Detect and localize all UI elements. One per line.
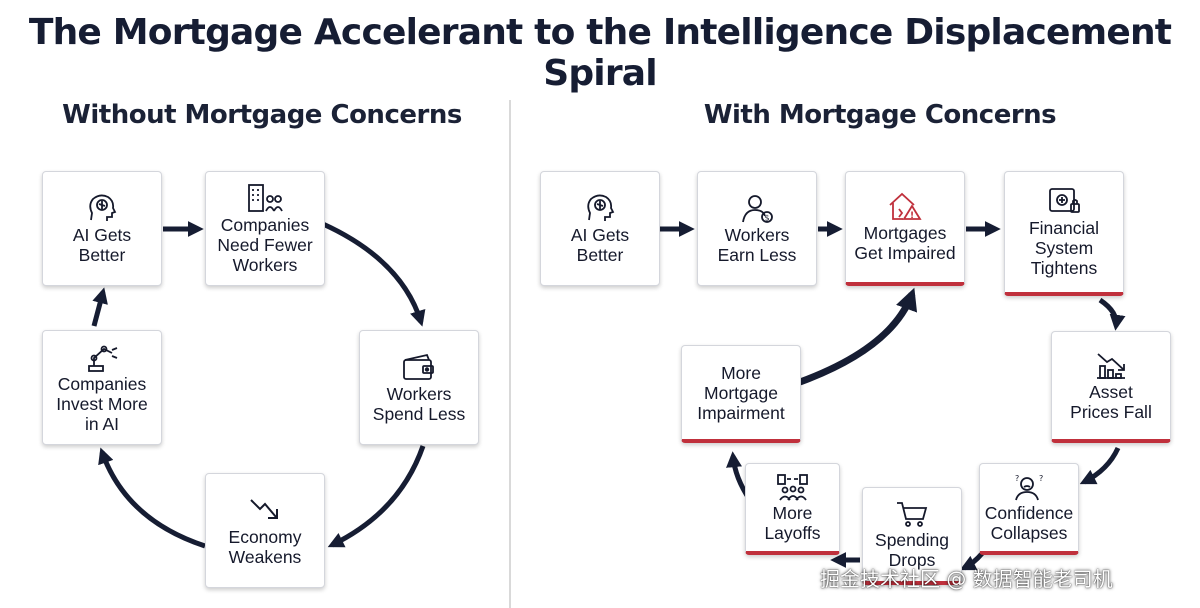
right-node-more-layoffs: More Layoffs: [745, 463, 840, 555]
house-warning-icon: !: [889, 192, 922, 221]
right-node-financial-system-tightens: Financial System Tightens: [1004, 171, 1124, 296]
node-label: Companies Invest More in AI: [56, 373, 148, 434]
panel-divider: [509, 100, 511, 608]
brain-head-icon: [587, 194, 615, 221]
falling-bar-chart-icon: [1097, 352, 1125, 379]
diagram-title: The Mortgage Accelerant to the Intellige…: [28, 12, 1172, 94]
downtrend-arrow-icon: [250, 498, 278, 519]
left-node-workers-spend-less: Workers Spend Less: [359, 330, 479, 445]
left-node-ai-gets-better: AI Gets Better: [42, 171, 162, 286]
shopping-cart-icon: [897, 501, 928, 527]
left-panel-heading: Without Mortgage Concerns: [62, 100, 462, 130]
left-arrow-invest-to-ai: [91, 287, 108, 327]
node-label: AI Gets Better: [570, 224, 630, 265]
svg-text:!: !: [910, 211, 914, 221]
wallet-icon: [403, 353, 434, 380]
node-label: Spending Drops: [875, 529, 949, 570]
left-node-companies-invest-more-in-ai: Companies Invest More in AI: [42, 330, 162, 445]
left-arrow-economy-to-invest: [98, 447, 206, 549]
left-arrow-spend-to-economy: [327, 445, 426, 548]
robot-arm-icon: [88, 345, 118, 372]
left-arrow-companies-to-spend: [321, 221, 426, 327]
right-node-mortgages-get-impaired: ! Mortgages Get Impaired: [845, 171, 965, 286]
bank-vault-lock-icon: [1049, 188, 1080, 213]
brain-head-icon: [89, 194, 117, 221]
svg-text:$: $: [764, 213, 769, 222]
node-label: More Mortgage Impairment: [697, 362, 785, 423]
right-arrow-asset-to-confidence: [1079, 446, 1121, 485]
svg-text:?: ?: [1039, 474, 1043, 483]
node-label: Confidence Collapses: [984, 502, 1074, 543]
node-label: Mortgages Get Impaired: [854, 223, 956, 263]
right-node-asset-prices-fall: Asset Prices Fall: [1051, 331, 1171, 443]
office-building-people-icon: [248, 183, 283, 212]
node-label: Financial System Tightens: [1028, 218, 1100, 278]
left-node-companies-need-fewer-workers: Companies Need Fewer Workers: [205, 171, 325, 286]
right-panel-heading: With Mortgage Concerns: [703, 100, 1057, 130]
left-node-economy-weakens: Economy Weakens: [205, 473, 325, 588]
node-label: AI Gets Better: [72, 224, 132, 265]
worker-dollar-icon: $: [742, 194, 773, 223]
right-arrow-financial-to-asset: [1098, 297, 1126, 331]
right-node-ai-gets-better: AI Gets Better: [540, 171, 660, 286]
layoffs-people-icon: [776, 473, 808, 501]
right-node-more-mortgage-impairment: More Mortgage Impairment: [681, 345, 801, 443]
node-label: Workers Earn Less: [717, 224, 797, 265]
svg-text:?: ?: [1015, 474, 1019, 483]
worried-person-icon: ? ?: [1015, 474, 1043, 500]
node-label: Economy Weakens: [228, 526, 302, 567]
node-label: Companies Need Fewer Workers: [217, 214, 313, 275]
node-label: Asset Prices Fall: [1070, 381, 1152, 422]
right-node-workers-earn-less: $ Workers Earn Less: [697, 171, 817, 286]
node-label: More Layoffs: [764, 502, 821, 543]
right-arrow-impairment-to-mortgages: [798, 287, 918, 386]
right-node-spending-drops: Spending Drops: [862, 487, 962, 585]
watermark: 掘金技术社区 @ 数据智能老司机: [820, 567, 1113, 591]
node-label: Workers Spend Less: [372, 383, 466, 424]
right-node-confidence-collapses: ? ? Confidence Collapses: [979, 463, 1079, 555]
